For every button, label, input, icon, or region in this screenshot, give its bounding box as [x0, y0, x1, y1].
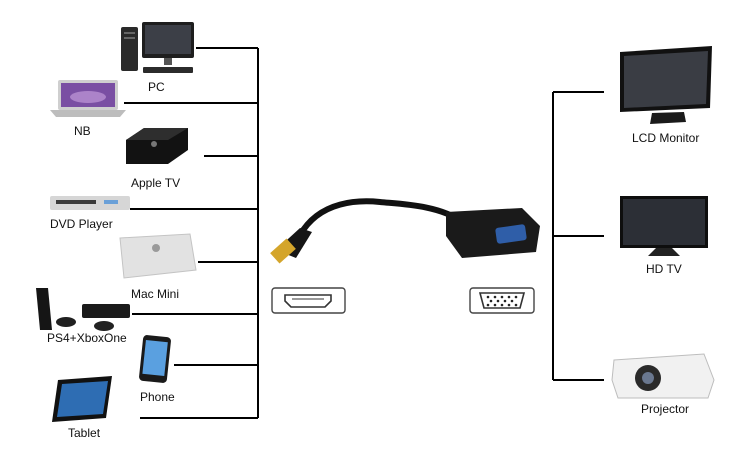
output-label: HD TV — [646, 262, 682, 276]
hdmi-port-icon — [271, 287, 346, 314]
game-consoles-icon — [36, 288, 130, 331]
hdmi-to-vga-adapter-icon — [270, 198, 540, 264]
projector-icon — [611, 353, 715, 399]
input-label: DVD Player — [50, 217, 113, 231]
lcd-monitor-icon — [620, 46, 712, 124]
input-label: PS4+XboxOne — [47, 331, 127, 345]
input-label: Tablet — [68, 426, 101, 440]
tablet-icon — [52, 376, 112, 422]
mac-mini-icon — [119, 233, 197, 279]
input-bus — [124, 47, 259, 419]
input-label: PC — [148, 80, 165, 94]
vga-port-icon — [469, 287, 535, 314]
dvd-player-icon — [50, 196, 130, 210]
desktop-pc-icon — [121, 22, 194, 73]
output-label: LCD Monitor — [632, 131, 699, 145]
output-bus — [552, 91, 604, 381]
input-label: Phone — [140, 390, 175, 404]
laptop-icon — [50, 80, 126, 117]
hd-tv-icon — [620, 196, 708, 256]
output-label: Projector — [641, 402, 689, 416]
apple-tv-box-icon — [126, 128, 188, 164]
input-label: Mac Mini — [131, 287, 179, 301]
input-label: NB — [74, 124, 91, 138]
smartphone-icon — [139, 335, 171, 383]
input-label: Apple TV — [131, 176, 180, 190]
